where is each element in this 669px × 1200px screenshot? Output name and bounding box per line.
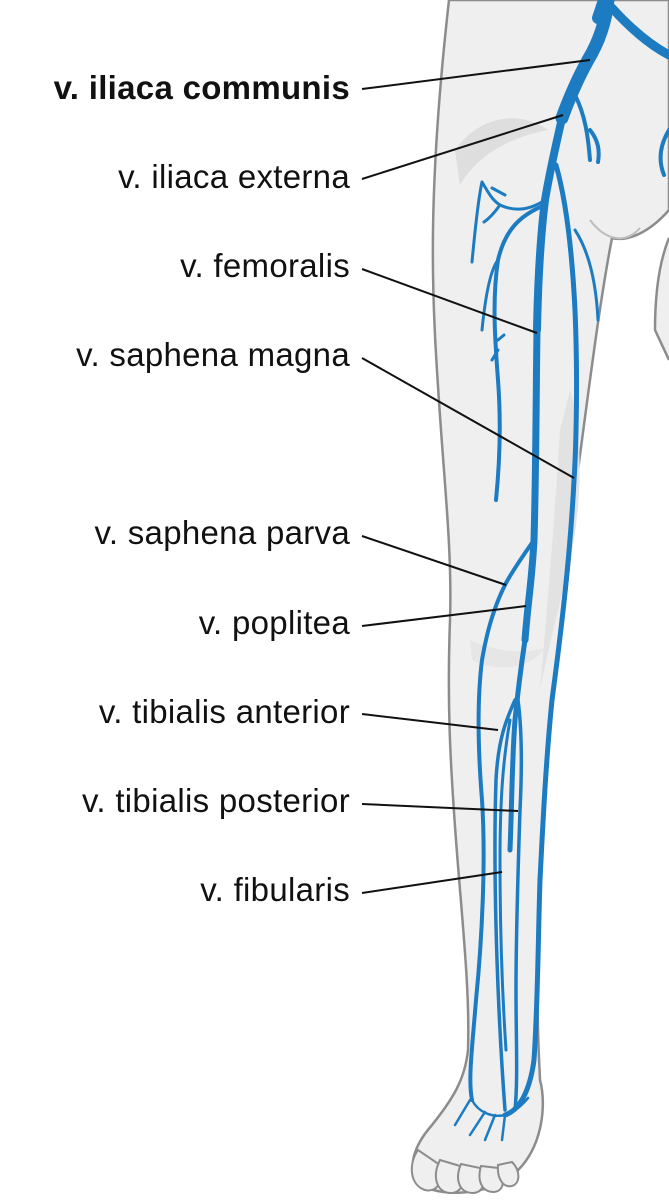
label-iliaca-externa: v. iliaca externa: [118, 158, 350, 195]
leader-femoralis: [361, 268, 538, 334]
leader-iliaca-externa: [361, 114, 564, 180]
vein-tibialis-posterior-shape: [513, 698, 524, 1112]
vein-circumflex: [470, 180, 547, 264]
vein-profunda-side: [480, 258, 506, 362]
hip-shadow: [455, 118, 548, 185]
knee-shadow: [470, 640, 545, 668]
vein-branch-top-left: [592, 0, 610, 24]
vein-poplitea-shape: [507, 637, 528, 853]
thigh-shadow: [540, 390, 580, 690]
vein-internal-branch: [573, 93, 601, 164]
vein-branch-right-edge: [658, 128, 669, 177]
leader-tibialis-anterior: [361, 713, 499, 731]
label-tibialis-anterior: v. tibialis anterior: [98, 693, 350, 730]
leader-fibularis: [361, 871, 503, 894]
vein-tibialis-anterior-shape: [493, 698, 517, 1112]
leader-iliaca-communis: [361, 59, 591, 90]
vein-saphena-magna-shape: [502, 162, 580, 1118]
label-poplitea: v. poplitea: [198, 604, 350, 641]
leg-silhouette: [410, 0, 669, 1195]
label-femoralis: v. femoralis: [180, 247, 350, 284]
vein-foot-arch: [453, 1096, 530, 1142]
right-leg-edge: [653, 237, 669, 361]
vein-saphena-magna-branch: [573, 228, 600, 322]
leader-poplitea: [361, 605, 527, 627]
vein-fibularis-shape: [498, 718, 512, 1052]
vein-femoralis-shape: [521, 326, 541, 644]
label-iliaca-communis: v. iliaca communis: [53, 69, 350, 106]
leader-saphena-parva: [361, 535, 507, 586]
vein-profunda: [492, 203, 547, 502]
toes: [410, 1148, 520, 1195]
vein-branch-right-top: [607, 3, 669, 60]
label-tibialis-posterior: v. tibialis posterior: [82, 782, 350, 819]
label-saphena-magna: v. saphena magna: [76, 336, 350, 373]
leader-saphena-magna: [361, 357, 575, 479]
label-saphena-parva: v. saphena parva: [94, 514, 350, 551]
leader-tibialis-posterior: [361, 803, 519, 812]
groin-crease: [589, 219, 641, 240]
leader-lines: [361, 59, 591, 894]
label-fibularis: v. fibularis: [200, 871, 350, 908]
leg-body: [411, 0, 669, 1194]
